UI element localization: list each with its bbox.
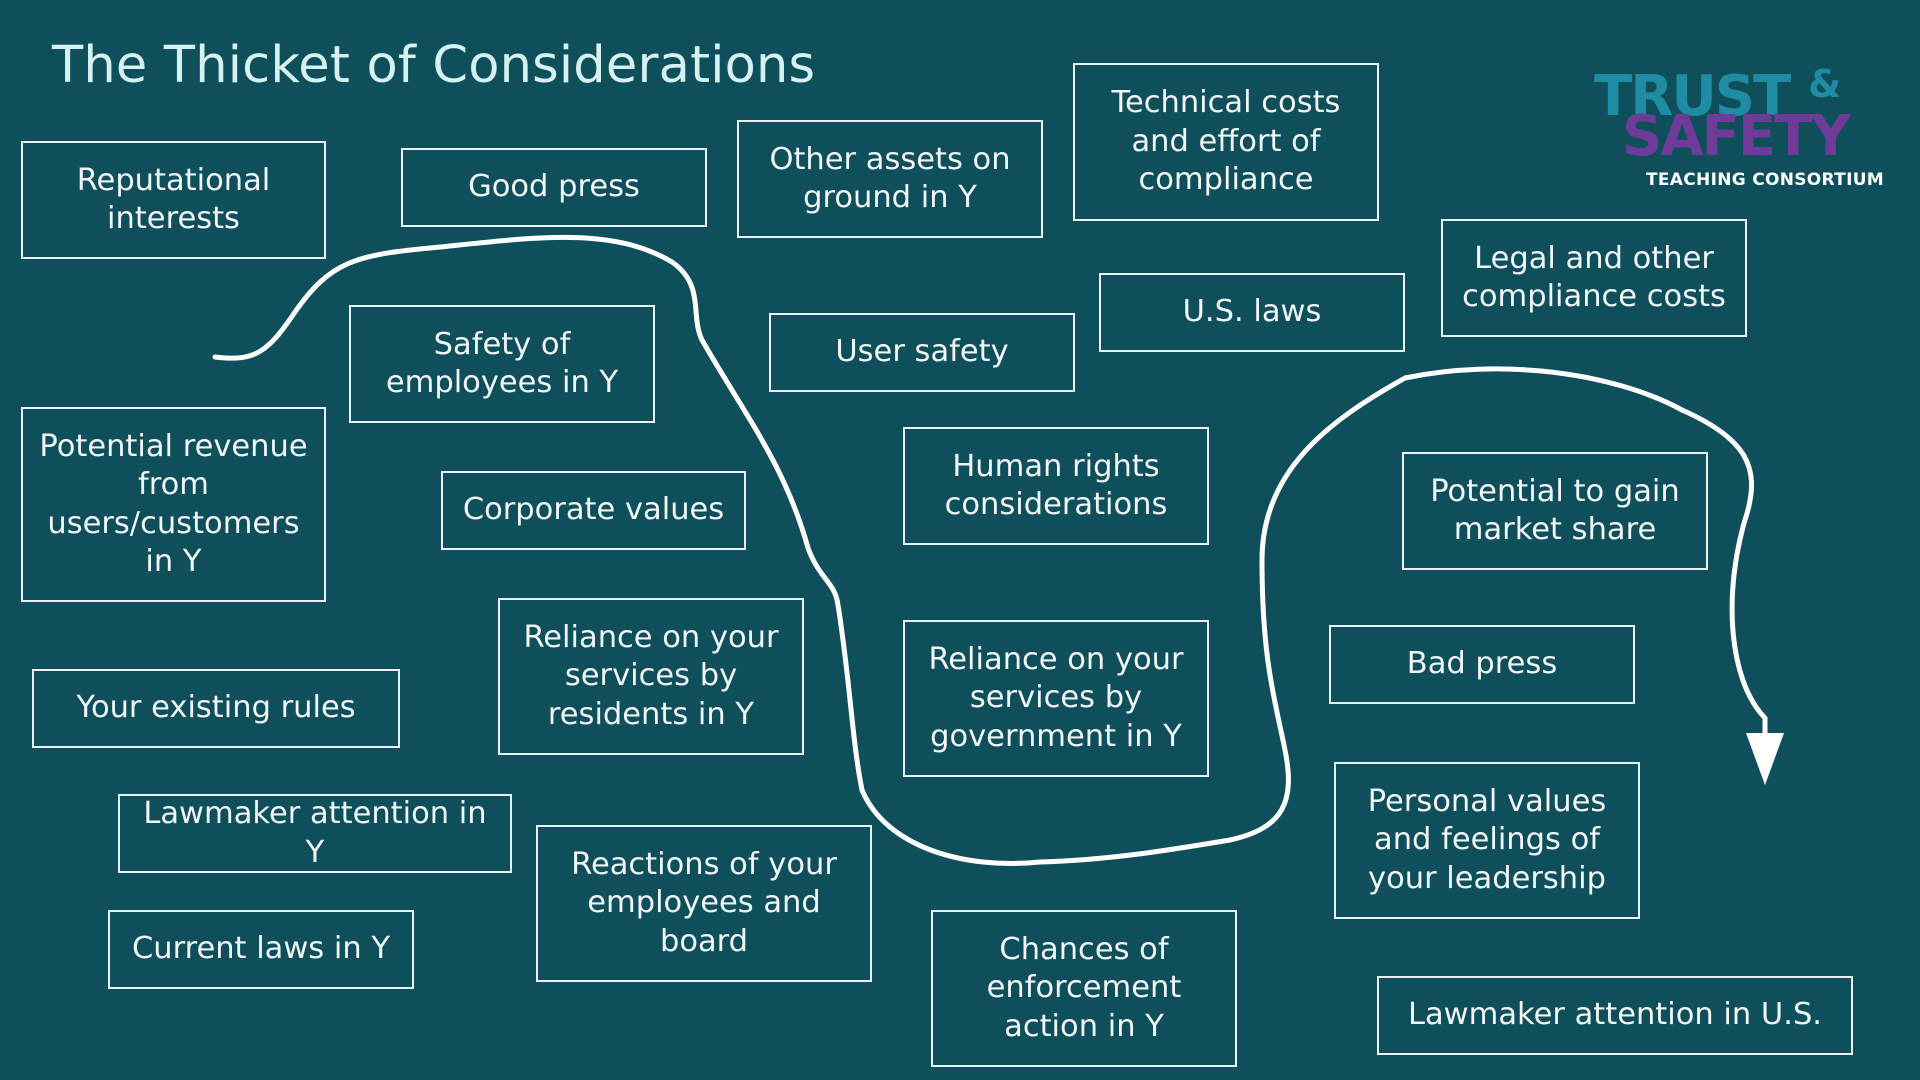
- logo-safety-text: SAFETY: [1622, 104, 1851, 169]
- box-other-assets: Other assets on ground in Y: [737, 120, 1043, 238]
- box-market-share: Potential to gain market share: [1402, 452, 1708, 570]
- box-current-laws-y: Current laws in Y: [108, 910, 414, 989]
- box-good-press: Good press: [401, 148, 707, 227]
- box-existing-rules: Your existing rules: [32, 669, 400, 748]
- logo-ampersand: &: [1808, 62, 1842, 106]
- slide-title: The Thicket of Considerations: [52, 36, 816, 95]
- box-reliance-government: Reliance on your services by government …: [903, 620, 1209, 777]
- logo-trust-text: TRUST: [1594, 64, 1791, 129]
- box-human-rights: Human rights considerations: [903, 427, 1209, 545]
- box-bad-press: Bad press: [1329, 625, 1635, 704]
- box-us-laws: U.S. laws: [1099, 273, 1405, 352]
- trust-safety-logo: TRUST & SAFETY TEACHING CONSORTIUM: [1586, 62, 1884, 196]
- box-enforcement-action: Chances of enforcement action in Y: [931, 910, 1237, 1067]
- box-personal-values: Personal values and feelings of your lea…: [1334, 762, 1640, 919]
- box-legal-costs: Legal and other compliance costs: [1441, 219, 1747, 337]
- box-reliance-residents: Reliance on your services by residents i…: [498, 598, 804, 755]
- box-user-safety: User safety: [769, 313, 1075, 392]
- arrowhead-icon: [1746, 733, 1784, 785]
- box-technical-costs: Technical costs and effort of compliance: [1073, 63, 1379, 221]
- box-lawmaker-attention-us: Lawmaker attention in U.S.: [1377, 976, 1853, 1055]
- box-safety-of-employees: Safety of employees in Y: [349, 305, 655, 423]
- box-potential-revenue: Potential revenue from users/customers i…: [21, 407, 326, 602]
- box-reactions-employees: Reactions of your employees and board: [536, 825, 872, 982]
- box-lawmaker-attention-y: Lawmaker attention in Y: [118, 794, 512, 873]
- box-corporate-values: Corporate values: [441, 471, 746, 550]
- logo-consortium-text: TEACHING CONSORTIUM: [1646, 170, 1885, 190]
- box-reputational-interests: Reputational interests: [21, 141, 326, 259]
